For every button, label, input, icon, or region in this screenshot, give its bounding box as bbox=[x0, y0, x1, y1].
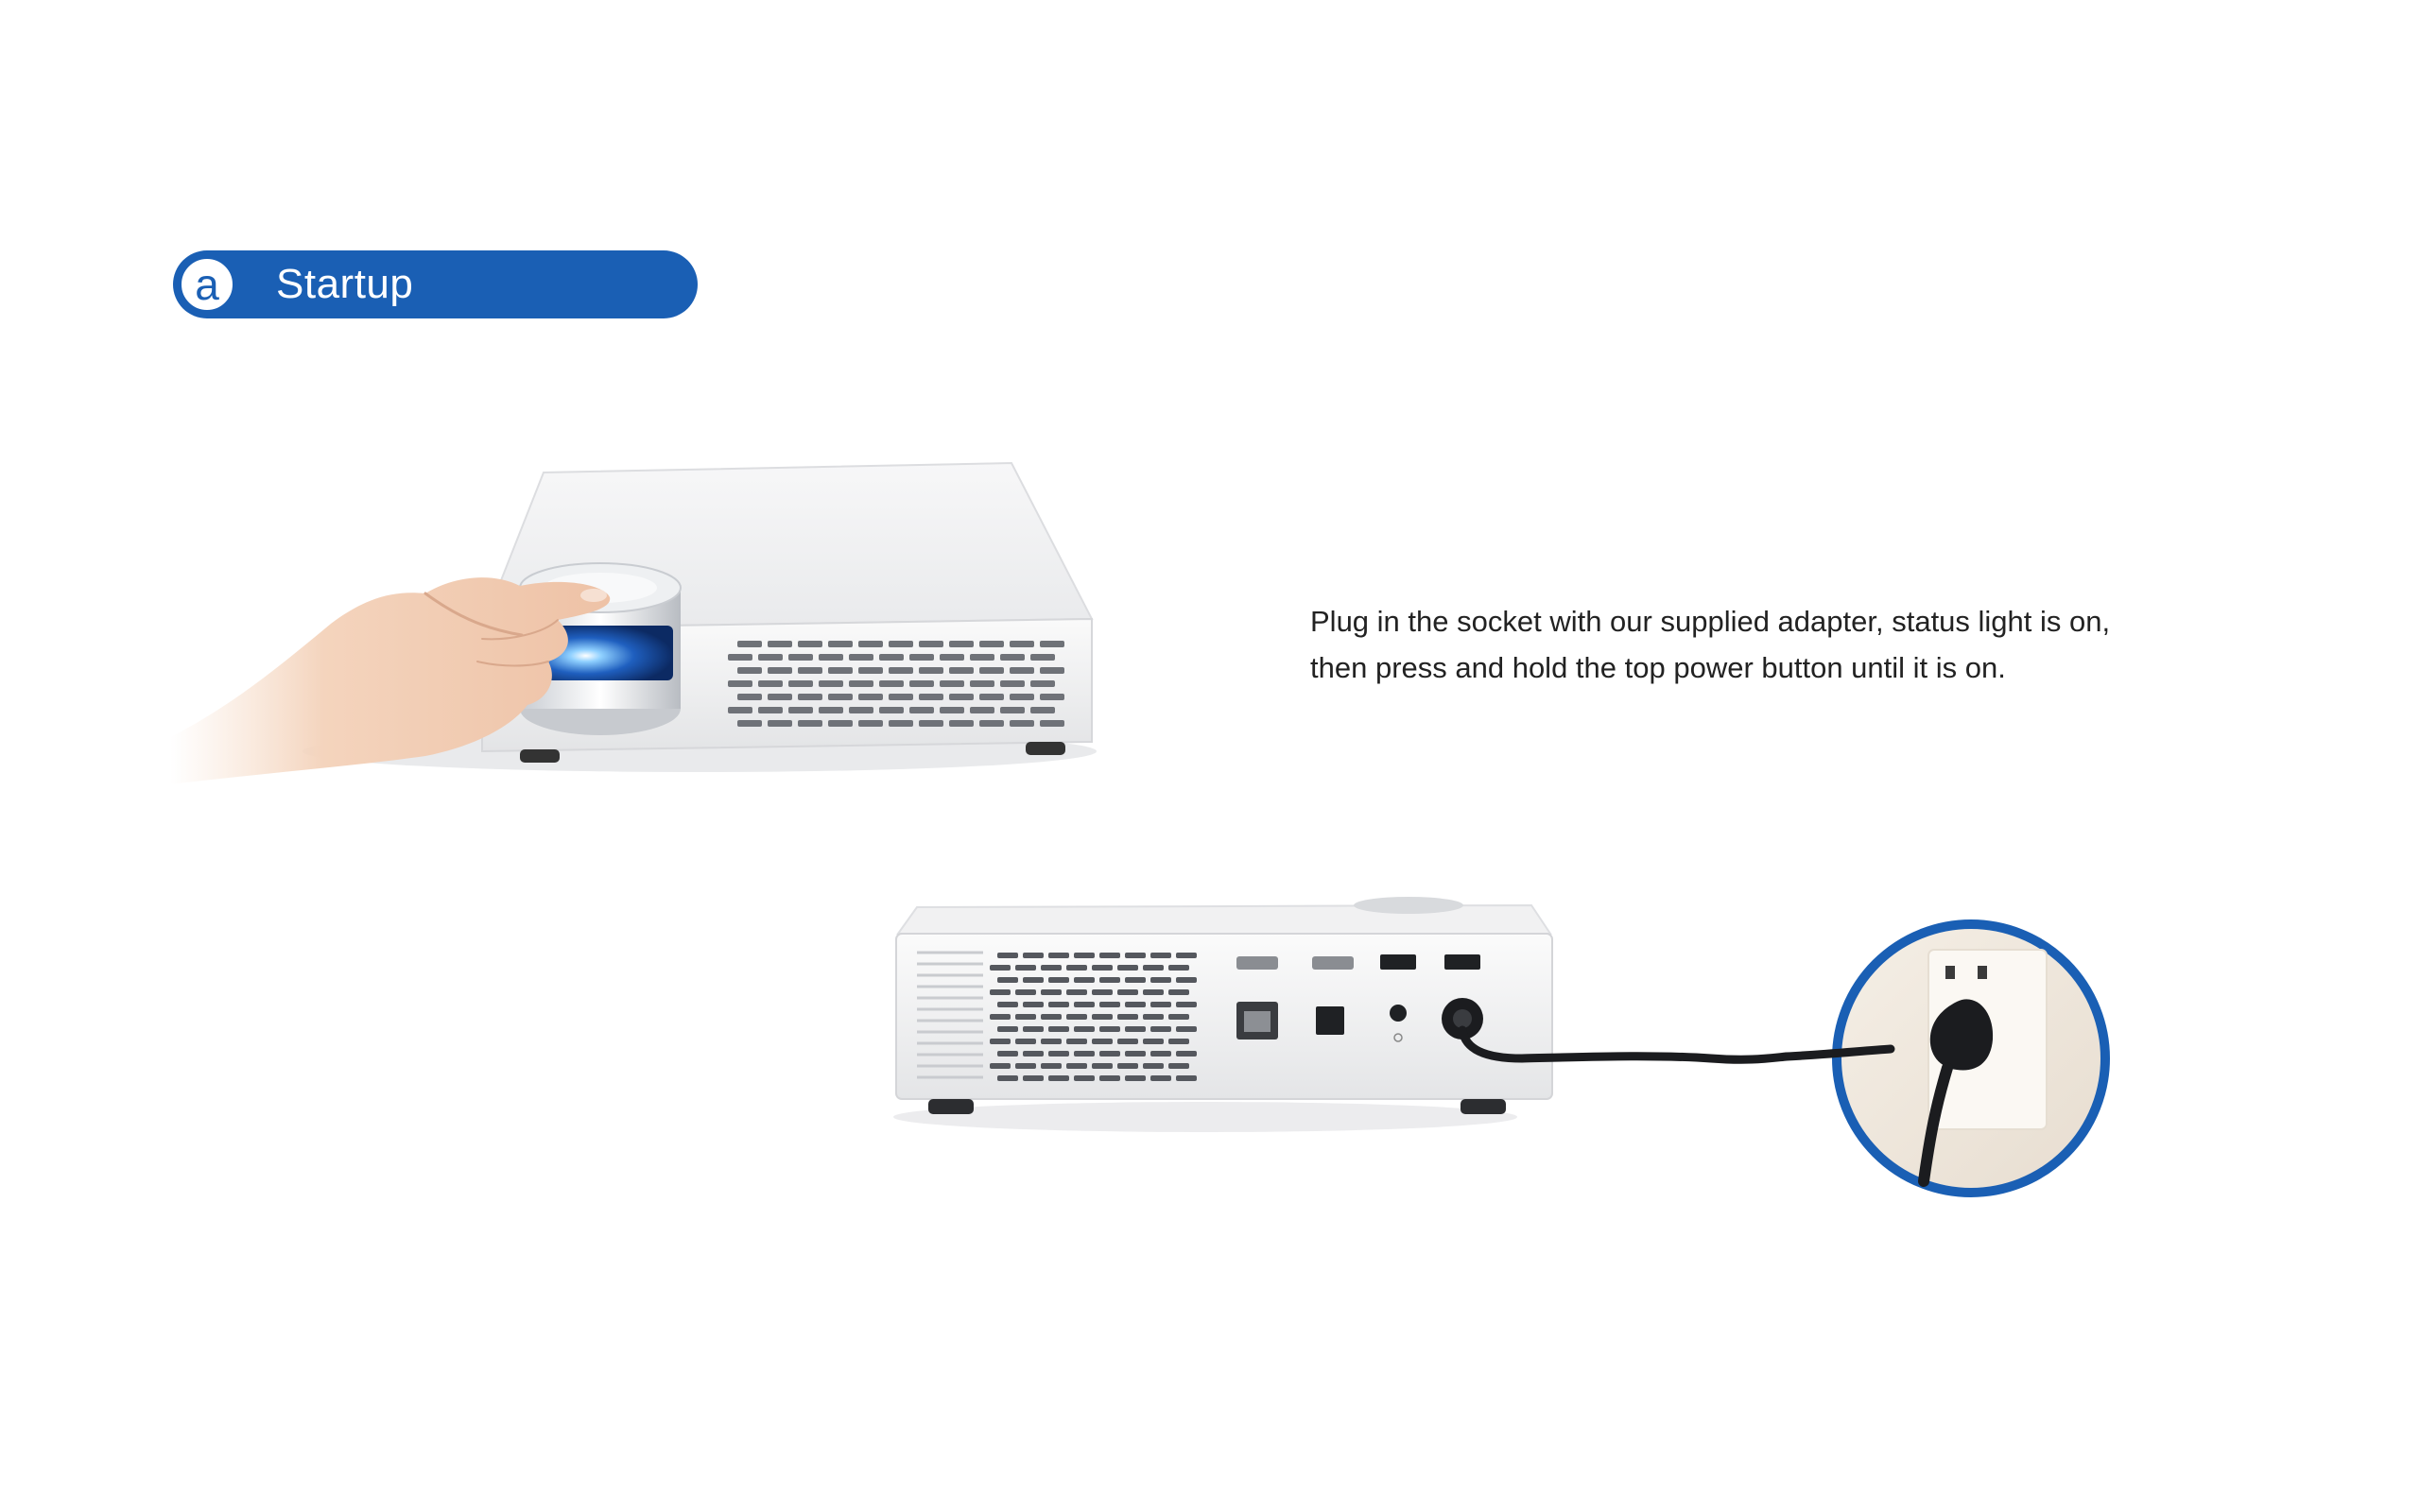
projector-power-button-illustration bbox=[170, 425, 1134, 917]
instruction-line-1: Plug in the socket with our supplied ada… bbox=[1310, 598, 2274, 644]
section-header: a Startup bbox=[173, 250, 698, 318]
step-badge: a bbox=[178, 255, 236, 314]
instruction-text: Plug in the socket with our supplied ada… bbox=[1310, 598, 2274, 691]
instruction-line-2: then press and hold the top power button… bbox=[1310, 644, 2274, 691]
section-title: Startup bbox=[276, 261, 413, 308]
projector-rear-plug-illustration bbox=[879, 869, 2136, 1266]
